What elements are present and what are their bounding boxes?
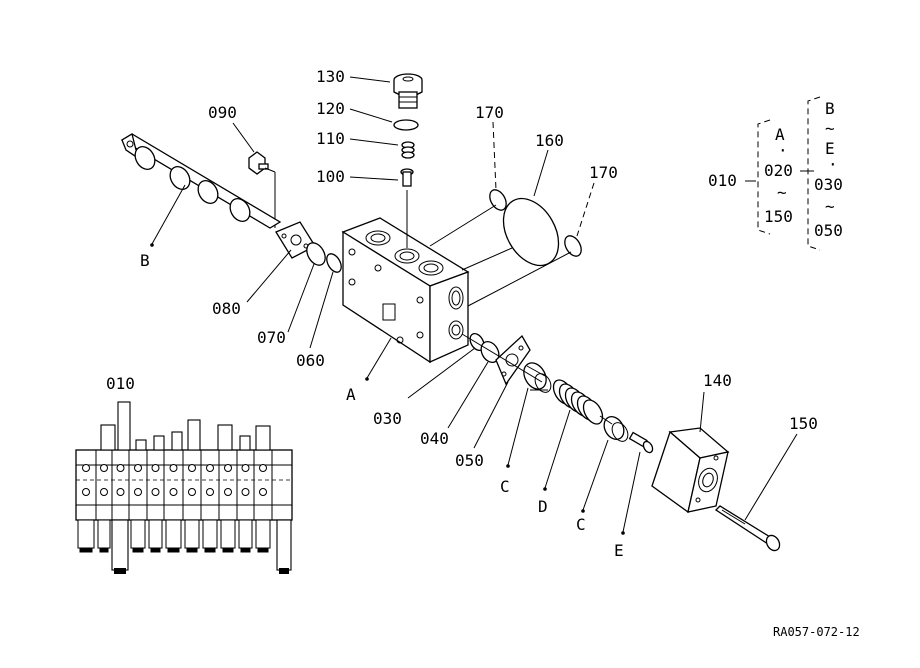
right-axis-2 — [599, 415, 613, 425]
range-left-tilde: ~ — [777, 183, 787, 202]
range-right-dot: · — [828, 155, 838, 174]
range-table: 010 A · 020 ~ 150 B ~ E · 030 ~ 050 — [708, 96, 843, 251]
label-a: A — [346, 385, 356, 404]
range-label-010: 010 — [708, 171, 737, 190]
label-140: 140 — [703, 371, 732, 390]
valve-assembly-overview — [75, 401, 293, 574]
label-c2: C — [576, 515, 586, 534]
label-170b: 170 — [589, 163, 618, 182]
range-right-tilde2: ~ — [825, 197, 835, 216]
range-right-mid: E — [825, 139, 835, 158]
assembly-label-010: 010 — [106, 374, 135, 393]
label-100: 100 — [316, 167, 345, 186]
link-170a — [429, 204, 497, 247]
o-ring-120 — [393, 119, 419, 131]
label-090: 090 — [208, 103, 237, 122]
spring-110 — [401, 141, 415, 159]
cover-140 — [651, 427, 730, 514]
spring-d — [552, 379, 604, 425]
label-060: 060 — [296, 351, 325, 370]
ring-070 — [306, 242, 326, 266]
plug-130 — [393, 73, 423, 109]
leader-lines — [150, 76, 798, 535]
label-130: 130 — [316, 67, 345, 86]
drawing-reference: RA057-072-12 — [773, 625, 860, 639]
cap-050 — [495, 334, 531, 386]
label-070: 070 — [257, 328, 286, 347]
ring-040 — [480, 341, 500, 363]
label-160: 160 — [535, 131, 564, 150]
ring-060 — [326, 253, 342, 273]
link-170b — [467, 251, 572, 307]
spring-seat-c2 — [603, 416, 629, 442]
spring-seat-c1 — [523, 362, 552, 393]
range-right-mid2: 030 — [814, 175, 843, 194]
range-left-dot: · — [778, 141, 788, 160]
right-axis-1 — [461, 333, 543, 383]
link-160 — [461, 247, 513, 271]
range-left-top: A — [775, 125, 785, 144]
label-d: D — [538, 497, 548, 516]
screw-e — [628, 431, 654, 454]
label-b: B — [140, 251, 150, 270]
spool-b — [120, 132, 282, 229]
bolt-090 — [248, 151, 269, 175]
range-left-mid: 020 — [764, 161, 793, 180]
range-right-tilde1: ~ — [825, 119, 835, 138]
range-right-bot: 050 — [814, 221, 843, 240]
range-right-top: B — [825, 99, 835, 118]
bolt-150 — [714, 505, 781, 552]
label-030: 030 — [373, 409, 402, 428]
label-120: 120 — [316, 99, 345, 118]
range-left-bot: 150 — [764, 207, 793, 226]
label-150: 150 — [789, 414, 818, 433]
valve-body — [341, 217, 470, 364]
label-080: 080 — [212, 299, 241, 318]
label-110: 110 — [316, 129, 345, 148]
poppet-100 — [400, 168, 414, 187]
label-170a: 170 — [475, 103, 504, 122]
label-040: 040 — [420, 429, 449, 448]
o-ring-170a — [489, 189, 507, 211]
label-050: 050 — [455, 451, 484, 470]
label-e: E — [614, 541, 624, 560]
label-c1: C — [500, 477, 510, 496]
bolt-090-line — [264, 167, 276, 173]
o-ring-170b — [564, 235, 582, 257]
